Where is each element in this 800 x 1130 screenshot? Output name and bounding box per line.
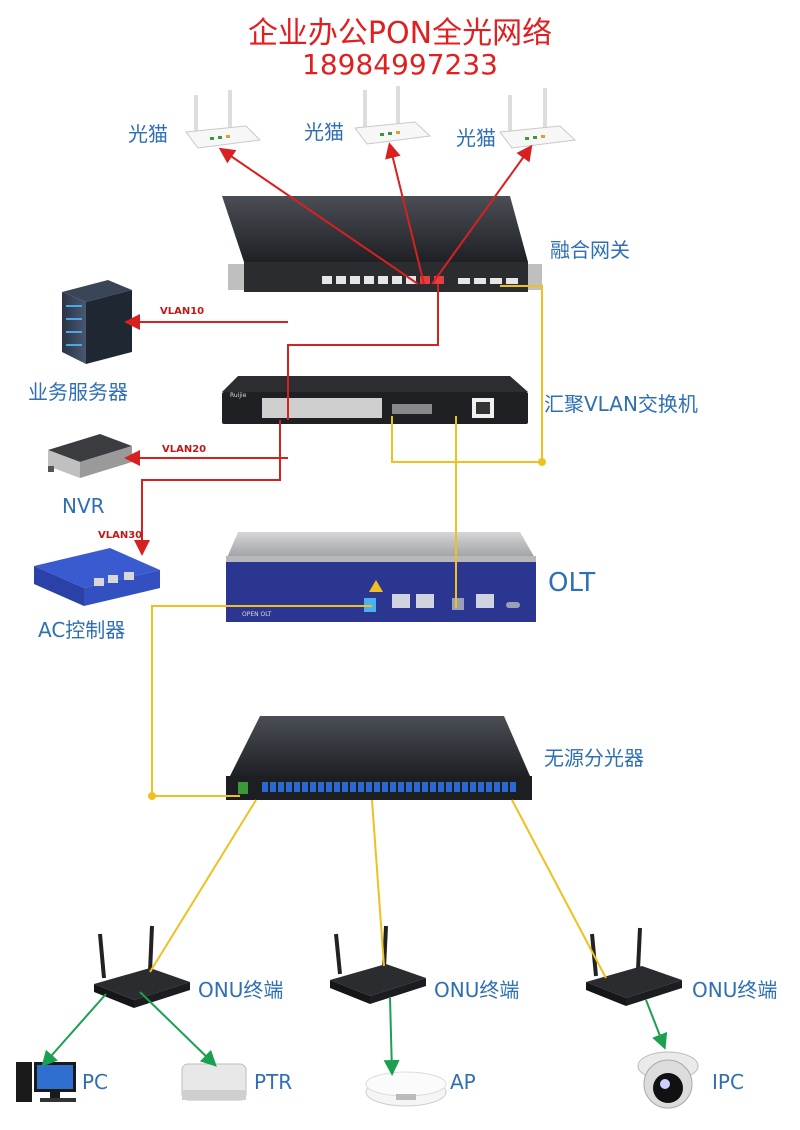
client-links xyxy=(41,991,668,1076)
vlan20-label: VLAN20 xyxy=(162,444,207,455)
nvr-label: NVR xyxy=(62,494,105,518)
converged-gateway xyxy=(222,196,542,292)
copper-links xyxy=(124,142,533,556)
ptr-label: PTR xyxy=(254,1070,293,1094)
onu-router-3 xyxy=(586,927,682,1006)
splitter-label: 无源分光器 xyxy=(544,746,644,770)
business-server xyxy=(62,280,132,364)
onu-router-1 xyxy=(94,925,190,1008)
ipc-label: IPC xyxy=(712,1070,744,1094)
optical-modem-2 xyxy=(354,86,432,145)
ac-label: AC控制器 xyxy=(38,618,126,642)
olt-label: OLT xyxy=(548,568,596,598)
ipc-camera xyxy=(637,1051,699,1109)
server-label: 业务服务器 xyxy=(28,380,128,404)
modem-label-2: 光猫 xyxy=(304,120,344,144)
vlan10-label: VLAN10 xyxy=(160,306,205,317)
contact-phone: 18984997233 xyxy=(302,48,498,81)
aggregation-switch xyxy=(222,376,528,424)
olt-device xyxy=(226,532,536,622)
onu-label-3: ONU终端 xyxy=(692,978,778,1002)
modem-label-3: 光猫 xyxy=(456,126,496,150)
switch-brand-text: Ruijie xyxy=(230,392,247,399)
onu-label-2: ONU终端 xyxy=(434,978,520,1002)
olt-brand-text: OPEN OLT xyxy=(242,611,272,618)
vlan30-label: VLAN30 xyxy=(98,530,143,541)
optical-modem-3 xyxy=(499,88,577,149)
onu-router-2 xyxy=(330,925,426,1004)
ap-label: AP xyxy=(450,1070,476,1094)
nvr-device xyxy=(48,434,132,478)
passive-splitter xyxy=(226,716,532,800)
onu-label-1: ONU终端 xyxy=(198,978,284,1002)
pc-label: PC xyxy=(82,1070,109,1094)
gateway-label: 融合网关 xyxy=(550,238,630,262)
ap-device xyxy=(365,1071,447,1107)
switch-label: 汇聚VLAN交换机 xyxy=(544,392,698,416)
diagram-title: 企业办公PON全光网络 xyxy=(247,16,553,51)
modem-label-1: 光猫 xyxy=(128,122,168,146)
fiber-links xyxy=(148,285,607,979)
optical-modem-1 xyxy=(185,90,262,149)
pc-computer xyxy=(16,1062,76,1102)
ptr-device xyxy=(181,1063,247,1101)
ac-controller xyxy=(34,548,160,606)
